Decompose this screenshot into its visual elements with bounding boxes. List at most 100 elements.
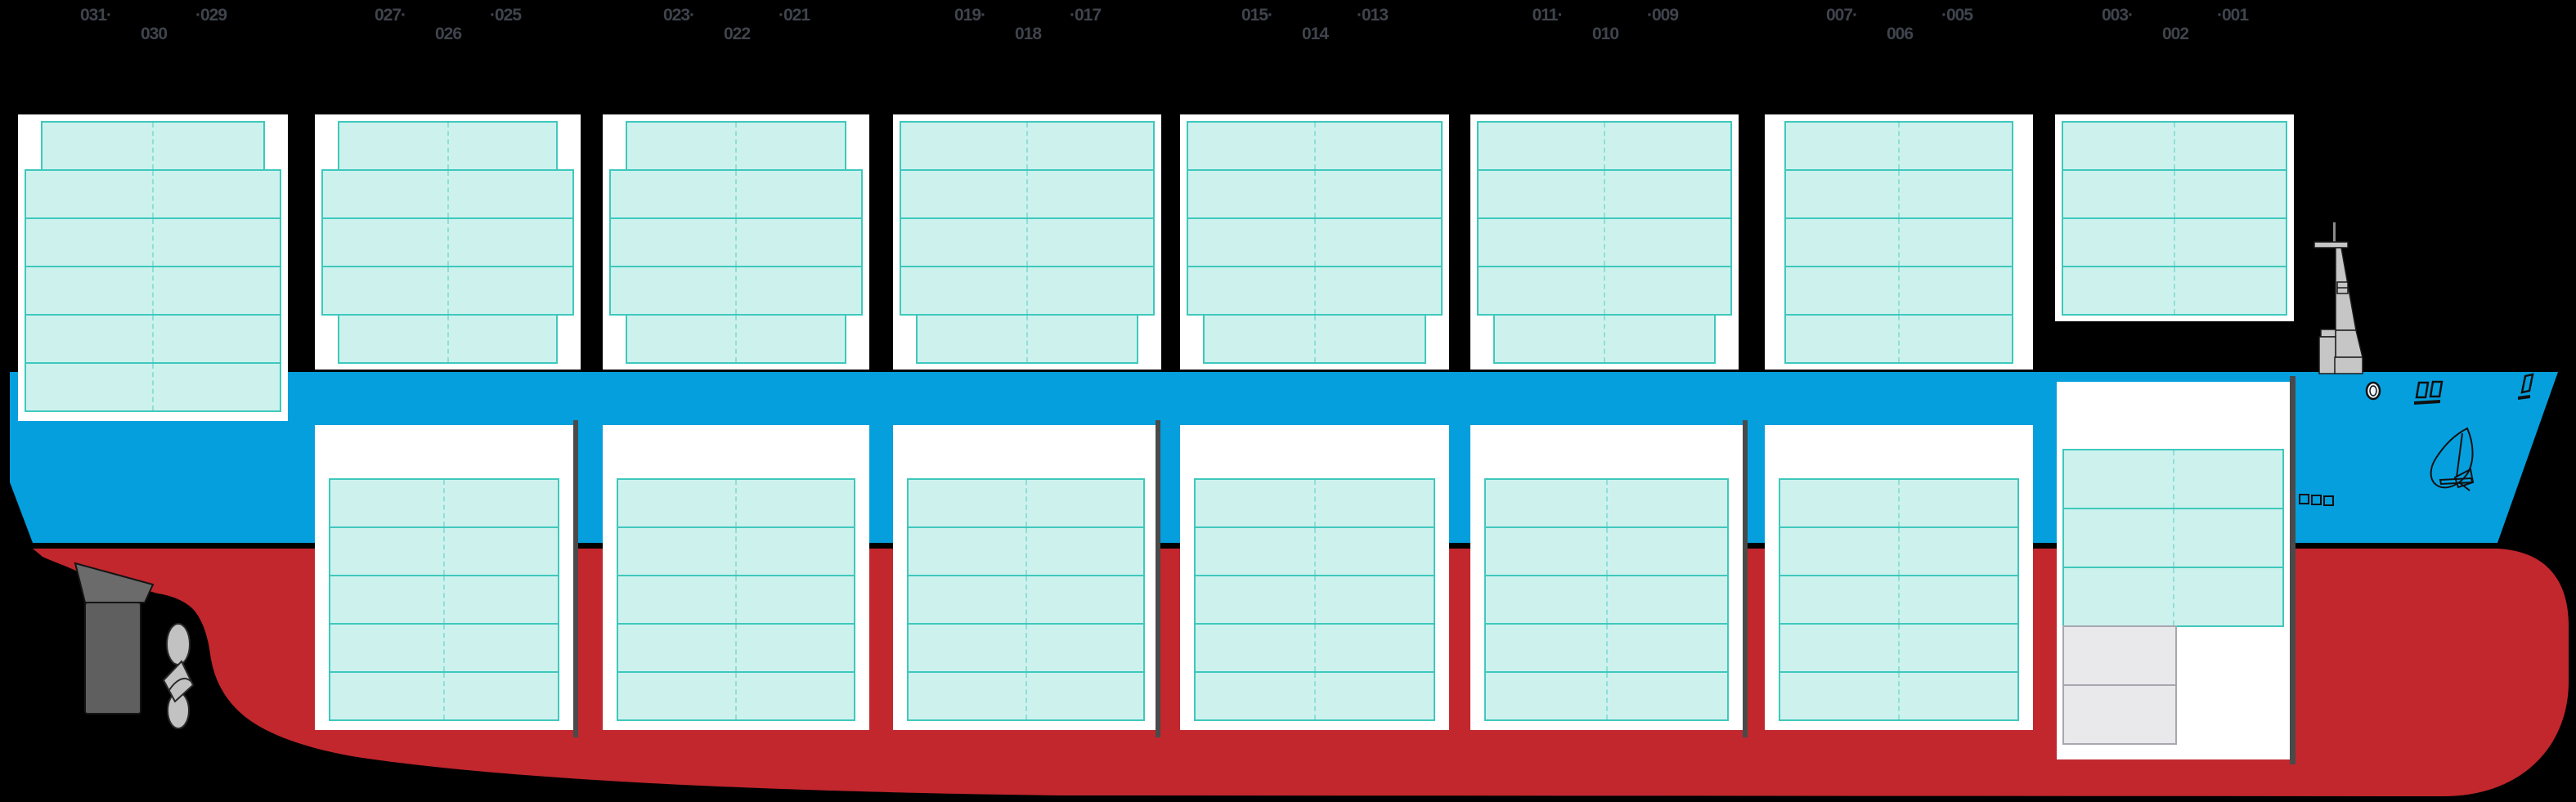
tier-center-divider — [1605, 480, 1608, 526]
tier-center-divider — [152, 123, 154, 169]
container-tier-row[interactable] — [1484, 575, 1729, 625]
container-tier-row[interactable] — [1187, 217, 1443, 267]
container-tier-row[interactable] — [1784, 266, 2013, 316]
bay-label-011: 011· — [1532, 6, 1564, 25]
container-tier-row[interactable] — [2062, 449, 2284, 509]
tier-center-divider — [1898, 528, 1900, 575]
tier-center-divider — [735, 267, 737, 314]
tier-center-divider — [2174, 171, 2175, 217]
tier-center-divider — [1604, 123, 1605, 169]
bay-label-013: ·013 — [1356, 6, 1389, 25]
tier-center-divider — [1605, 528, 1608, 575]
container-tier-row[interactable] — [329, 478, 559, 528]
container-tier-row[interactable] — [1484, 671, 1729, 721]
bay-label-014: 014 — [1301, 25, 1329, 43]
container-tier-row[interactable] — [1779, 478, 2019, 528]
tier-center-divider — [1313, 625, 1316, 671]
container-tier-row[interactable] — [329, 575, 559, 625]
container-tier-row[interactable] — [25, 362, 281, 412]
container-tier-row[interactable] — [617, 623, 855, 673]
container-tier-row[interactable] — [1477, 217, 1732, 267]
bay-label-031: 031· — [79, 6, 112, 25]
tier-center-divider — [1026, 267, 1028, 314]
tier-center-divider — [1898, 219, 1900, 266]
tier-center-divider — [1605, 625, 1608, 671]
container-tier-row[interactable] — [609, 169, 863, 219]
container-tier-row[interactable] — [338, 314, 558, 364]
void-tier-row[interactable] — [2062, 625, 2177, 686]
anchor-icon — [2430, 427, 2475, 491]
tier-center-divider — [1313, 528, 1316, 575]
bay-label-006: 006 — [1886, 25, 1914, 43]
tier-center-divider — [735, 171, 737, 217]
tier-center-divider — [443, 528, 445, 575]
container-tier-row[interactable] — [329, 526, 559, 576]
tier-center-divider — [1604, 171, 1605, 217]
container-tier-row[interactable] — [617, 478, 855, 528]
bay-label-015: 015· — [1241, 6, 1273, 25]
container-tier-row[interactable] — [1784, 314, 2013, 364]
tier-center-divider — [1025, 528, 1027, 575]
container-tier-row[interactable] — [1784, 169, 2013, 219]
container-tier-row[interactable] — [1493, 314, 1716, 364]
tier-center-divider — [1313, 673, 1316, 719]
void-tier-row[interactable] — [2062, 684, 2177, 745]
container-tier-row[interactable] — [900, 217, 1155, 267]
bay-label-029: ·029 — [195, 6, 227, 25]
tier-center-divider — [1898, 576, 1900, 623]
tier-center-divider — [152, 364, 154, 410]
tier-center-divider — [1026, 219, 1028, 266]
tier-center-divider — [152, 316, 154, 362]
container-tier-row[interactable] — [626, 314, 846, 364]
tier-center-divider — [2174, 267, 2175, 314]
tier-center-divider — [735, 528, 737, 575]
bay-label-018: 018 — [1014, 25, 1042, 43]
container-tier-row[interactable] — [1187, 266, 1443, 316]
tier-center-divider — [1898, 171, 1900, 217]
tier-center-divider — [1898, 123, 1900, 169]
tier-center-divider — [1313, 267, 1316, 314]
container-tier-row[interactable] — [1779, 575, 2019, 625]
container-tier-row[interactable] — [1779, 671, 2019, 721]
container-tier-row[interactable] — [1203, 314, 1426, 364]
bulkhead-bar — [573, 420, 578, 737]
container-tier-row[interactable] — [626, 121, 846, 171]
container-tier-row[interactable] — [2062, 169, 2287, 219]
foremast-icon — [2313, 222, 2363, 374]
tier-center-divider — [1313, 123, 1316, 169]
container-tier-row[interactable] — [1194, 575, 1435, 625]
container-tier-row[interactable] — [907, 671, 1145, 721]
bay-label-003: 003· — [2101, 6, 2134, 25]
container-tier-row[interactable] — [1779, 623, 2019, 673]
porthole-icon — [2365, 381, 2381, 401]
bay-label-009: ·009 — [1646, 6, 1679, 25]
tier-center-divider — [1025, 673, 1027, 719]
bay-label-023: 023· — [662, 6, 695, 25]
container-tier-row[interactable] — [916, 314, 1138, 364]
bay-label-007: 007· — [1825, 6, 1858, 25]
container-tier-row[interactable] — [907, 623, 1145, 673]
bow-hatch-icon — [2518, 373, 2534, 400]
tier-center-divider — [735, 219, 737, 266]
container-tier-row[interactable] — [25, 169, 281, 219]
container-tier-row[interactable] — [1194, 526, 1435, 576]
tier-center-divider — [1604, 316, 1605, 362]
container-tier-row[interactable] — [1477, 169, 1732, 219]
container-tier-row[interactable] — [321, 169, 574, 219]
container-tier-row[interactable] — [2062, 266, 2287, 316]
container-tier-row[interactable] — [321, 217, 574, 267]
container-tier-row[interactable] — [2062, 508, 2284, 568]
container-tier-row[interactable] — [2062, 217, 2287, 267]
tier-center-divider — [447, 171, 449, 217]
container-tier-row[interactable] — [617, 671, 855, 721]
container-tier-row[interactable] — [329, 671, 559, 721]
container-tier-row[interactable] — [1194, 671, 1435, 721]
tier-center-divider — [1313, 576, 1316, 623]
container-tier-row[interactable] — [338, 121, 558, 171]
tier-center-divider — [447, 219, 449, 266]
tier-center-divider — [152, 171, 154, 217]
container-tier-row[interactable] — [900, 121, 1155, 171]
tier-center-divider — [1313, 316, 1316, 362]
tier-center-divider — [1313, 171, 1316, 217]
